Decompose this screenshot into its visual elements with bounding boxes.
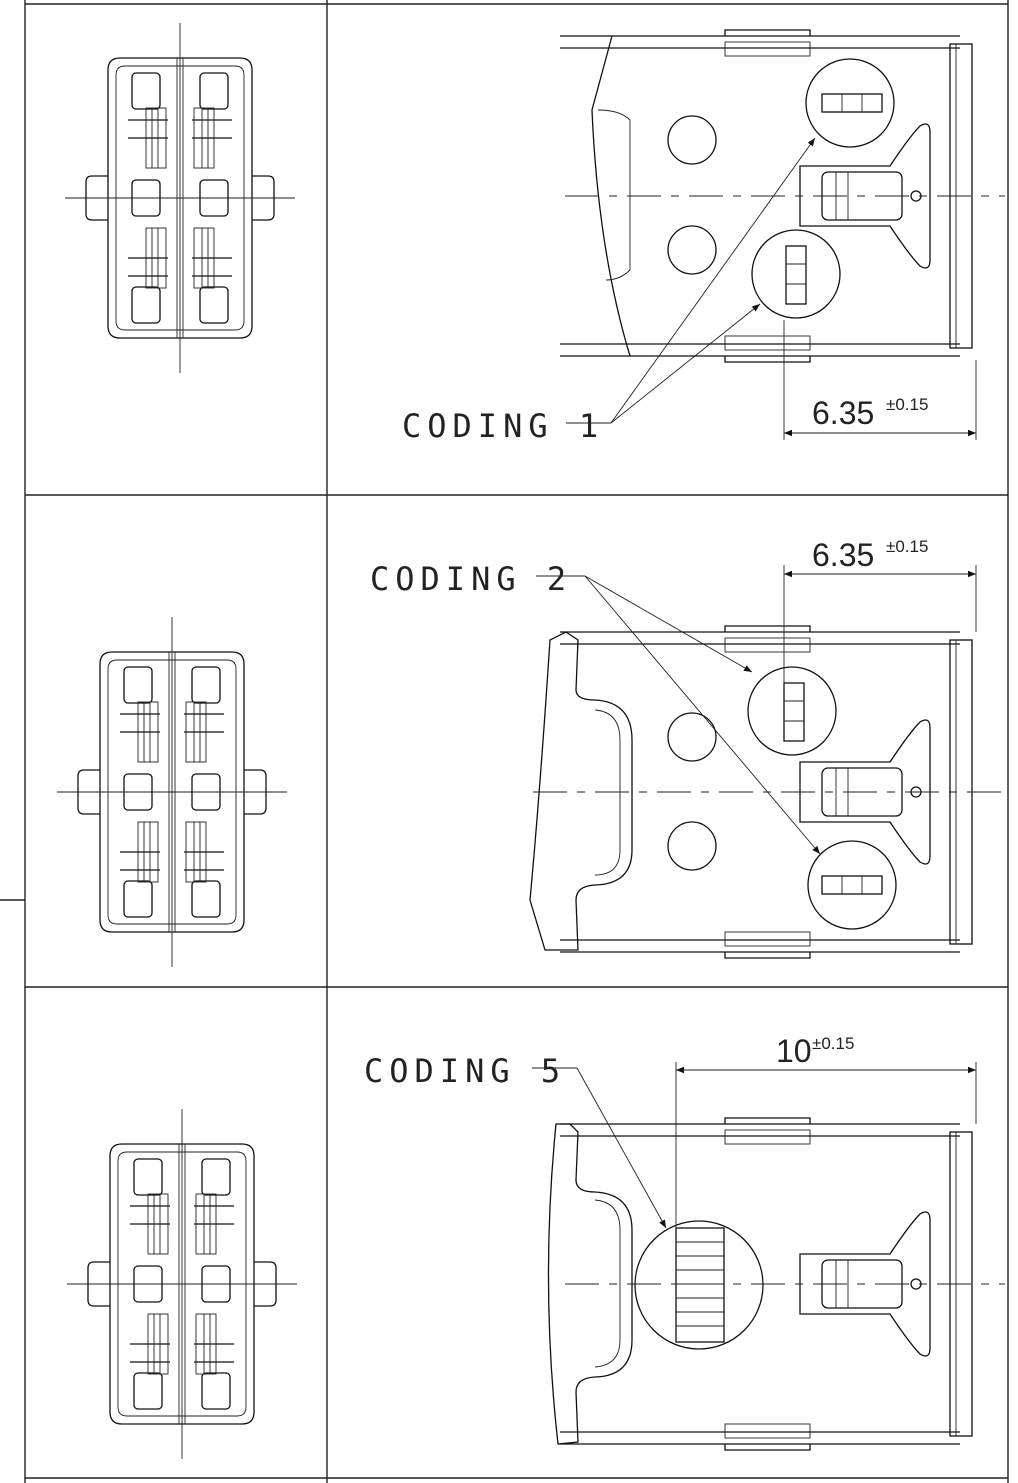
dimension-1-value: 6.35 — [812, 395, 874, 431]
coding-5-label: CODING 5 — [364, 1052, 566, 1090]
side-view-2 — [529, 565, 1008, 959]
coding-2-label: CODING 2 — [370, 560, 572, 598]
front-view-1 — [64, 22, 296, 374]
side-view-3 — [532, 1062, 1005, 1451]
dimension-1-tolerance: ±0.15 — [886, 395, 928, 414]
dimension-3-tolerance: ±0.15 — [812, 1034, 854, 1053]
front-view-3 — [66, 1108, 298, 1460]
dimension-2-value: 6.35 — [812, 537, 874, 573]
front-view-2 — [56, 616, 288, 968]
coding-1-label: CODING 1 — [402, 407, 604, 445]
dimension-2-tolerance: ±0.15 — [886, 537, 928, 556]
dimension-3-value: 10 — [776, 1033, 812, 1069]
side-view-1 — [559, 29, 1005, 440]
